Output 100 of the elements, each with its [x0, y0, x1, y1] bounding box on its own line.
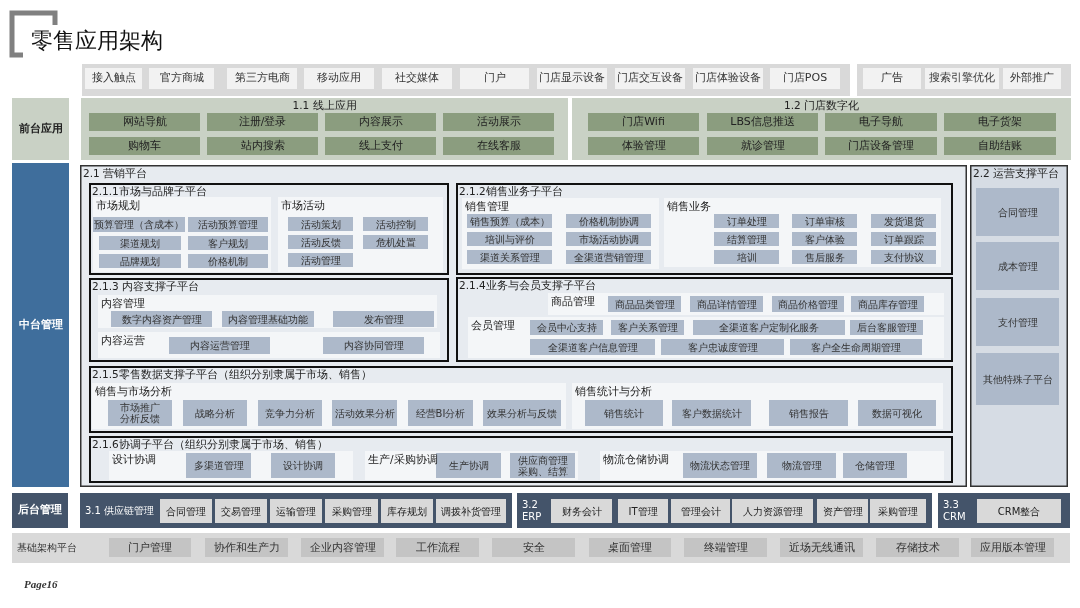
platform-panel	[80, 165, 967, 487]
touchpoint-tile: 门店体验设备	[693, 68, 763, 89]
function-tile: 就诊管理	[707, 137, 818, 155]
group-label: 商品管理	[551, 295, 595, 308]
function-tile: 活动效果分析	[332, 400, 397, 426]
function-tile: 体验管理	[588, 137, 699, 155]
panel-title: 3.2 ERP	[522, 498, 543, 523]
function-tile: 商品详情管理	[690, 296, 763, 312]
system-group-panel	[938, 493, 1070, 528]
function-tile: 安全	[492, 538, 575, 557]
function-tile: 订单审核	[792, 214, 857, 228]
function-tile: 活动策划	[288, 217, 353, 231]
function-tile: 价格机制	[188, 254, 268, 268]
group-label: 销售管理	[465, 200, 509, 213]
platform-panel	[970, 165, 1068, 487]
panel-title: 2.2 运营支撑平台	[973, 167, 1060, 180]
layer-label: 中台管理	[12, 163, 69, 487]
panel-title: 2.1 营销平台	[83, 167, 148, 180]
function-tile: 结算管理	[714, 232, 779, 246]
function-tile: 销售预算（成本）	[467, 214, 552, 228]
subplatform-frame	[89, 366, 953, 433]
function-tile: 线上支付	[325, 137, 436, 155]
function-tile: 供应商管理采购、结算	[510, 453, 575, 478]
group-label: 设计协调	[112, 453, 156, 466]
function-tile: 培训	[714, 250, 779, 264]
function-tile: 客户关系管理	[611, 320, 684, 335]
function-tile: 支付协议	[871, 250, 936, 264]
group-label: 销售业务	[667, 200, 711, 213]
function-tile: 注册/登录	[207, 113, 318, 131]
function-tile: 在线客服	[443, 137, 554, 155]
function-tile: 活动预算管理	[188, 217, 268, 232]
function-tile: 内容展示	[325, 113, 436, 131]
panel-title: 2.1.6协调子平台（组织分别隶属于市场、销售）	[92, 438, 328, 451]
function-tile: 销售统计	[585, 400, 663, 426]
function-tile: 效果分析与反馈	[483, 400, 561, 426]
group-label: 内容运营	[101, 334, 145, 347]
function-tile: 自助结账	[944, 137, 1056, 155]
subplatform-frame	[89, 278, 449, 362]
function-tile: 电子货架	[944, 113, 1056, 131]
group-label: 销售统计与分析	[575, 385, 652, 398]
function-tile: 门户管理	[109, 538, 191, 557]
function-group-panel	[93, 197, 271, 272]
function-tile: 后台客服管理	[850, 320, 923, 335]
function-tile: 渠道关系管理	[467, 250, 552, 264]
function-tile: 价格机制协调	[566, 214, 651, 228]
function-group-panel	[572, 383, 943, 429]
function-tile: 售后服务	[792, 250, 857, 264]
function-tile: 购物车	[89, 137, 200, 155]
system-group-panel	[80, 493, 512, 528]
function-tile: 物流管理	[767, 453, 836, 478]
subplatform-frame	[89, 183, 449, 275]
touchpoint-tile: 搜索引擎优化	[925, 68, 999, 89]
touchpoint-tile: 接入触点	[85, 68, 142, 89]
function-group-panel	[462, 198, 659, 269]
function-group-panel	[664, 198, 941, 267]
function-tile: 仓储管理	[843, 453, 907, 478]
function-tile: 活动控制	[363, 217, 428, 231]
function-tile: 网站导航	[89, 113, 200, 131]
touchpoint-tile: 移动应用	[304, 68, 374, 89]
system-group-panel	[517, 493, 932, 528]
group-label: 物流仓储协调	[603, 453, 669, 466]
function-tile: 门店设备管理	[825, 137, 937, 155]
panel-title: 2.1.4业务与会员支撑子平台	[459, 279, 596, 292]
function-tile: 工作流程	[396, 538, 479, 557]
diagram-title: 零售应用架构	[31, 30, 163, 52]
function-tile: 设计协调	[271, 453, 335, 478]
touchpoint-band	[857, 64, 1071, 96]
function-tile: 客户忠诚度管理	[661, 339, 784, 355]
subplatform-frame	[456, 277, 953, 362]
function-group-panel	[600, 451, 944, 480]
function-tile: 人力资源管理	[732, 499, 813, 523]
function-tile: 全渠道营销管理	[566, 250, 651, 264]
function-tile: 竞争力分析	[258, 400, 322, 426]
function-tile: 财务会计	[551, 499, 612, 523]
function-tile: 采购管理	[325, 499, 378, 523]
function-tile: 培训与评价	[467, 232, 552, 246]
function-tile: 商品价格管理	[772, 296, 844, 312]
layer-label: 前台应用	[12, 98, 69, 160]
function-tile: 协作和生产力	[205, 538, 288, 557]
group-label: 市场活动	[281, 199, 325, 212]
function-tile: 订单处理	[714, 214, 779, 228]
panel-title: 3.3 CRM	[943, 498, 967, 523]
function-group-panel	[278, 197, 443, 272]
function-tile: 全渠道客户信息管理	[530, 339, 655, 355]
function-tile: 订单跟踪	[871, 232, 936, 246]
function-tile: 客户体验	[792, 232, 857, 246]
function-tile: 终端管理	[684, 538, 767, 557]
function-tile: 活动反馈	[288, 235, 353, 249]
function-tile: 市场推广分析反馈	[108, 400, 172, 426]
function-tile: 渠道规划	[99, 236, 181, 250]
function-tile: IT管理	[618, 499, 668, 523]
function-tile: 内容管理基础功能	[222, 311, 314, 327]
touchpoint-tile: 门户	[460, 68, 529, 89]
infrastructure-band	[12, 533, 1070, 563]
band-label: 基础架构平台	[17, 542, 77, 554]
function-tile: 活动展示	[443, 113, 554, 131]
function-tile: 预算管理（含成本）	[93, 217, 185, 232]
function-tile: 成本管理	[976, 242, 1059, 290]
function-group-panel	[98, 332, 440, 358]
page-number: Page16	[24, 578, 58, 590]
